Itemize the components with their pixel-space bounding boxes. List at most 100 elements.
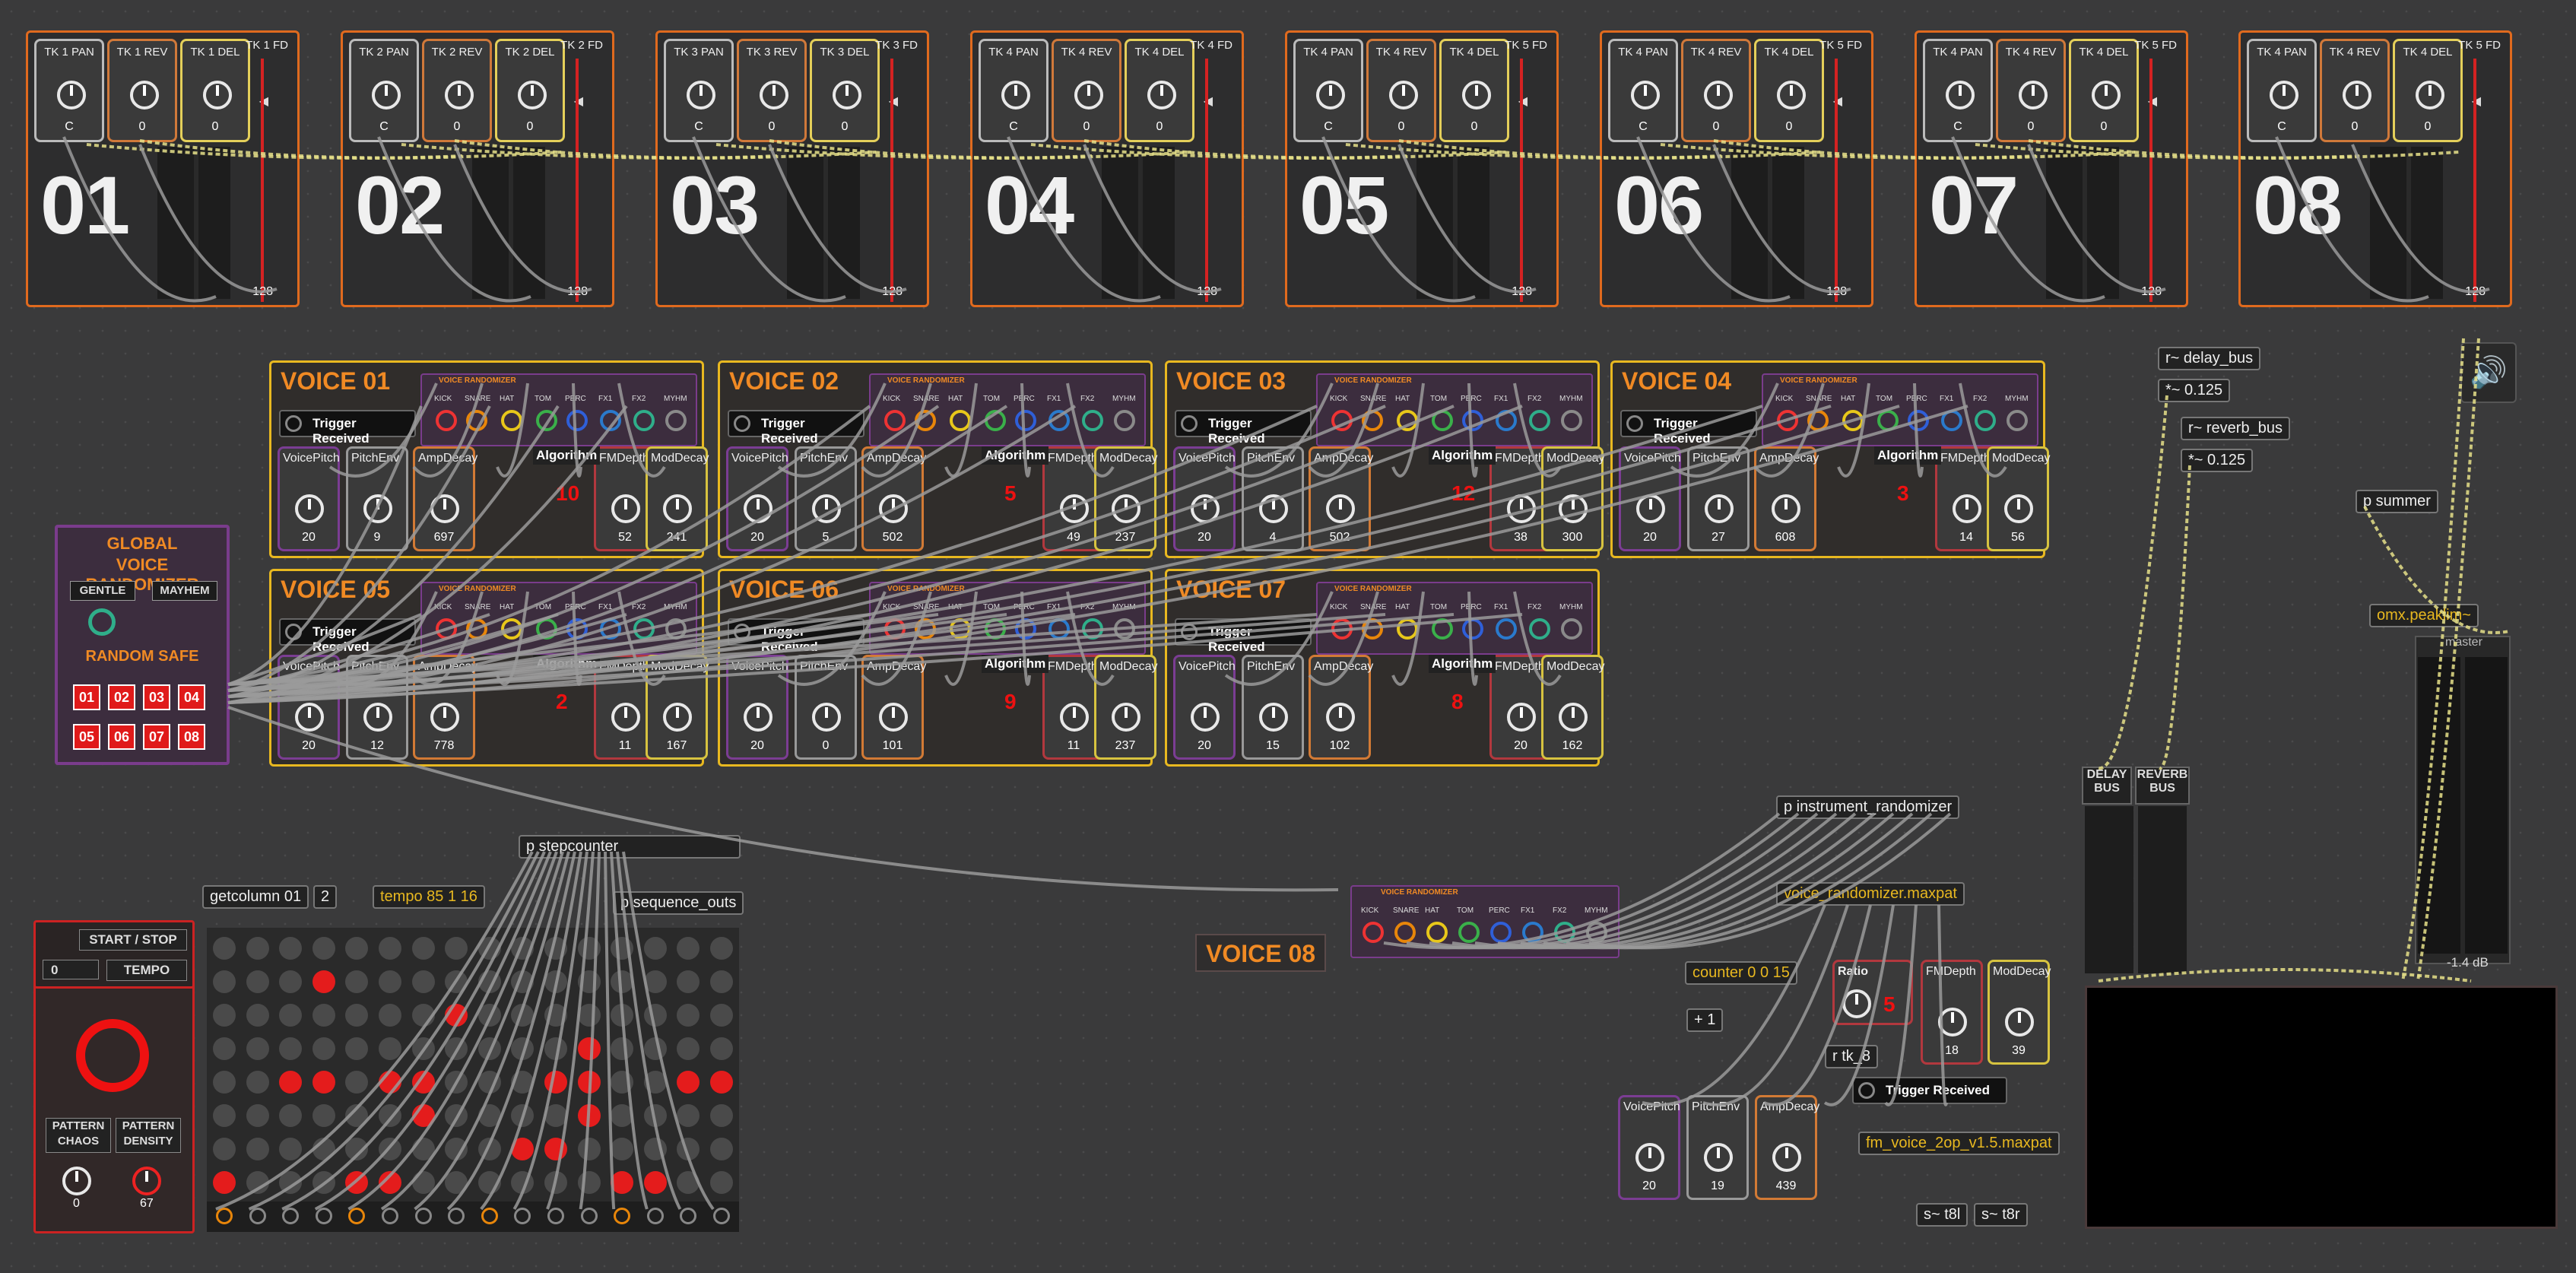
sequence-outs-object[interactable]: p sequence_outs (613, 891, 744, 915)
voice-random-button-04[interactable]: 04 (178, 684, 205, 710)
step-cell[interactable] (345, 1071, 369, 1094)
step-cell[interactable] (312, 1138, 335, 1160)
track-fader[interactable] (2149, 59, 2152, 302)
knob-dial-icon[interactable] (1507, 703, 1536, 732)
plus-one-object[interactable]: + 1 (1686, 1008, 1724, 1032)
step-cell[interactable] (379, 1071, 401, 1094)
step-cell[interactable] (544, 970, 567, 993)
step-cell[interactable] (379, 1171, 401, 1194)
drum-toggle-4[interactable] (1015, 410, 1036, 431)
knob-dial-icon[interactable] (611, 494, 640, 523)
drum-toggle-1[interactable] (466, 618, 487, 640)
drum-toggle-6[interactable] (1082, 410, 1103, 431)
knob-dial-icon[interactable] (1777, 81, 1806, 110)
knob-dial-icon[interactable] (1191, 494, 1220, 523)
knob-dial-icon[interactable] (1946, 81, 1975, 110)
knob-dial-icon[interactable] (1559, 703, 1588, 732)
randomize-toggle[interactable] (88, 608, 116, 636)
step-cell[interactable] (710, 1104, 733, 1127)
drum-toggle-5[interactable] (1048, 618, 1070, 640)
drum-toggle-2[interactable] (501, 410, 522, 431)
knob-dial-icon[interactable] (2092, 81, 2121, 110)
step-cell[interactable] (477, 1071, 501, 1094)
step-cell[interactable] (345, 1037, 369, 1060)
step-cell[interactable] (411, 1037, 435, 1060)
knob-dial-icon[interactable] (687, 81, 715, 110)
step-cell[interactable] (544, 937, 567, 960)
step-cell[interactable] (379, 1104, 401, 1127)
step-cell[interactable] (379, 937, 401, 960)
start-stop-button[interactable]: START / STOP (79, 929, 187, 951)
fm-voice-object[interactable]: fm_voice_2op_v1.5.maxpat (1858, 1132, 2060, 1155)
step-cell[interactable] (445, 1071, 468, 1094)
voice-random-button-02[interactable]: 02 (108, 684, 135, 710)
knob-dial-icon[interactable] (203, 81, 232, 110)
step-cell[interactable] (577, 1138, 601, 1160)
drum-toggle-6[interactable] (1529, 410, 1550, 431)
step-cell[interactable] (477, 970, 501, 993)
knob-dial-icon[interactable] (1147, 81, 1176, 110)
knob-dial-icon[interactable] (1704, 81, 1733, 110)
knob-dial-icon[interactable] (57, 81, 86, 110)
drum-toggle-2[interactable] (1397, 410, 1418, 431)
knob-dial-icon[interactable] (760, 81, 788, 110)
drum-toggle-0[interactable] (1331, 410, 1353, 431)
knob-dial-icon[interactable] (363, 703, 392, 732)
knob-dial-icon[interactable] (1772, 1143, 1801, 1172)
step-cell[interactable] (345, 1004, 369, 1027)
step-cell[interactable] (577, 1004, 601, 1027)
step-cell[interactable] (279, 970, 303, 993)
drum-toggle-2[interactable] (501, 618, 522, 640)
step-cell[interactable] (246, 937, 269, 960)
step-cell[interactable] (710, 970, 733, 993)
step-cell[interactable] (611, 1037, 634, 1060)
drum-toggle-7[interactable] (1114, 618, 1135, 640)
drum-toggle-2[interactable] (950, 618, 971, 640)
pattern-chaos-dial[interactable] (62, 1167, 91, 1195)
step-sequencer-grid[interactable] (207, 928, 739, 1212)
knob-dial-icon[interactable] (1060, 703, 1089, 732)
drum-toggle-3[interactable] (536, 410, 557, 431)
drum-toggle-0[interactable] (436, 618, 457, 640)
knob-dial-icon[interactable] (744, 494, 772, 523)
drum-toggle-1[interactable] (1362, 410, 1383, 431)
step-cell[interactable] (511, 1071, 535, 1094)
step-cell[interactable] (643, 970, 667, 993)
step-cell[interactable] (643, 1004, 667, 1027)
step-cell[interactable] (477, 1037, 501, 1060)
drum-toggle-3[interactable] (1432, 410, 1453, 431)
knob-dial-icon[interactable] (445, 81, 474, 110)
step-cell[interactable] (511, 1037, 535, 1060)
knob-dial-icon[interactable] (1060, 494, 1089, 523)
step-cell[interactable] (279, 937, 303, 960)
knob-dial-icon[interactable] (1001, 81, 1030, 110)
drum-toggle-6[interactable] (1082, 618, 1103, 640)
knob-dial-icon[interactable] (1259, 703, 1288, 732)
mayhem-button[interactable]: MAYHEM (152, 581, 217, 601)
drum-toggle-0[interactable] (1777, 410, 1798, 431)
counter-object[interactable]: counter 0 0 15 (1685, 961, 1797, 985)
knob-dial-icon[interactable] (833, 81, 861, 110)
drum-toggle-7[interactable] (1561, 618, 1582, 640)
step-cell[interactable] (511, 970, 535, 993)
step-cell[interactable] (246, 1171, 269, 1194)
